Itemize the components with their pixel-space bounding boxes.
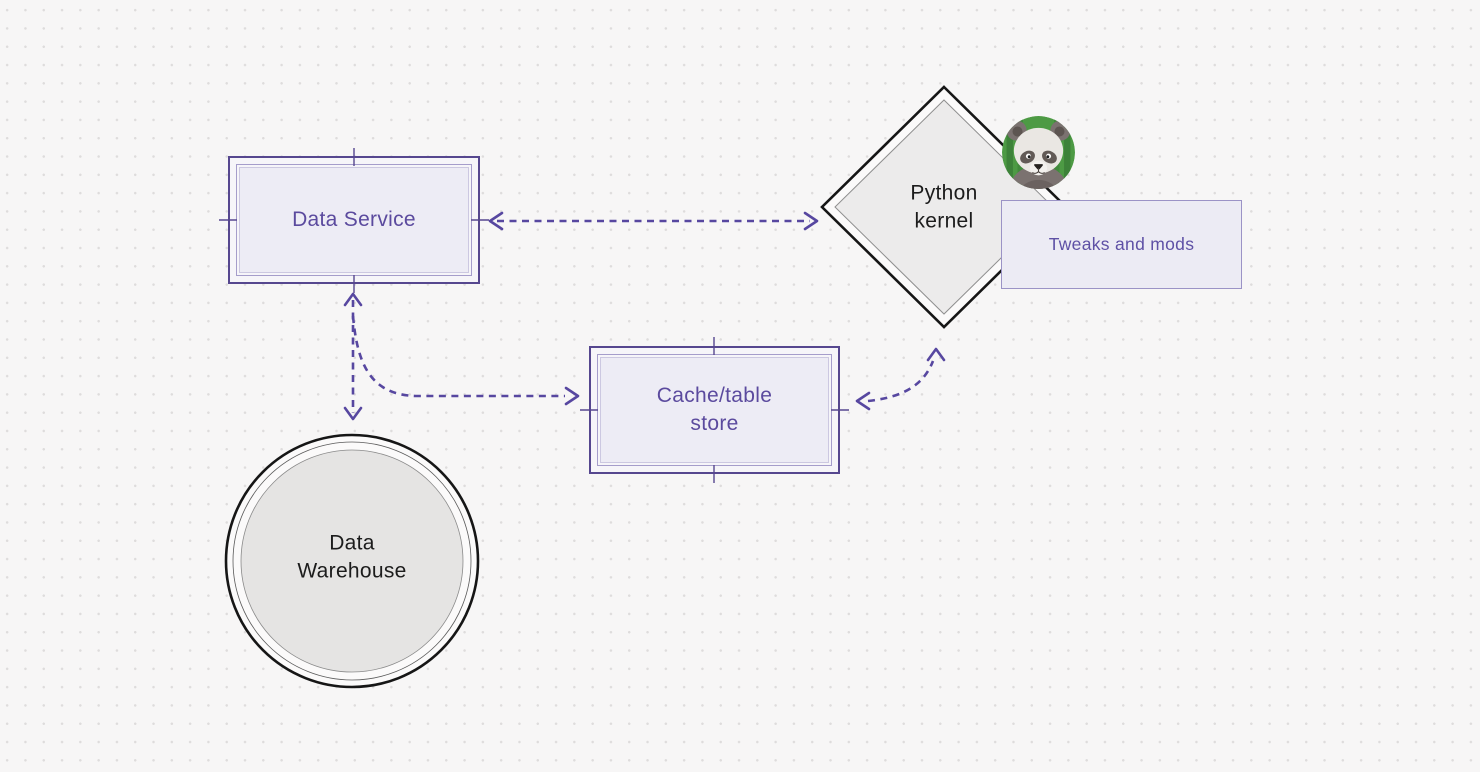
data-warehouse-circle[interactable] [224, 433, 480, 689]
cache-store-label: Cache/table store [656, 383, 773, 435]
node-tweaks-and-mods[interactable]: Tweaks and mods [1001, 200, 1242, 289]
node-data-service[interactable]: Data Service [228, 156, 480, 284]
cache-store-inner-frame: Cache/table store [597, 354, 832, 466]
edge-dataservice-cachestore[interactable] [351, 315, 580, 406]
node-cache-table-store[interactable]: Cache/table store [589, 346, 840, 474]
edge-dataservice-datawarehouse[interactable] [343, 292, 363, 421]
edge-cachestore-pythonkernel[interactable] [855, 347, 946, 411]
panda-avatar-icon[interactable] [1002, 116, 1075, 189]
edge-dataservice-pythonkernel[interactable] [488, 211, 819, 231]
python-kernel-label: Python kernel [910, 181, 978, 233]
tweaks-and-mods-label: Tweaks and mods [1048, 234, 1195, 254]
data-warehouse-label: Data Warehouse [297, 531, 407, 583]
data-service-label: Data Service [292, 207, 416, 231]
data-service-inner-frame: Data Service [236, 164, 472, 276]
